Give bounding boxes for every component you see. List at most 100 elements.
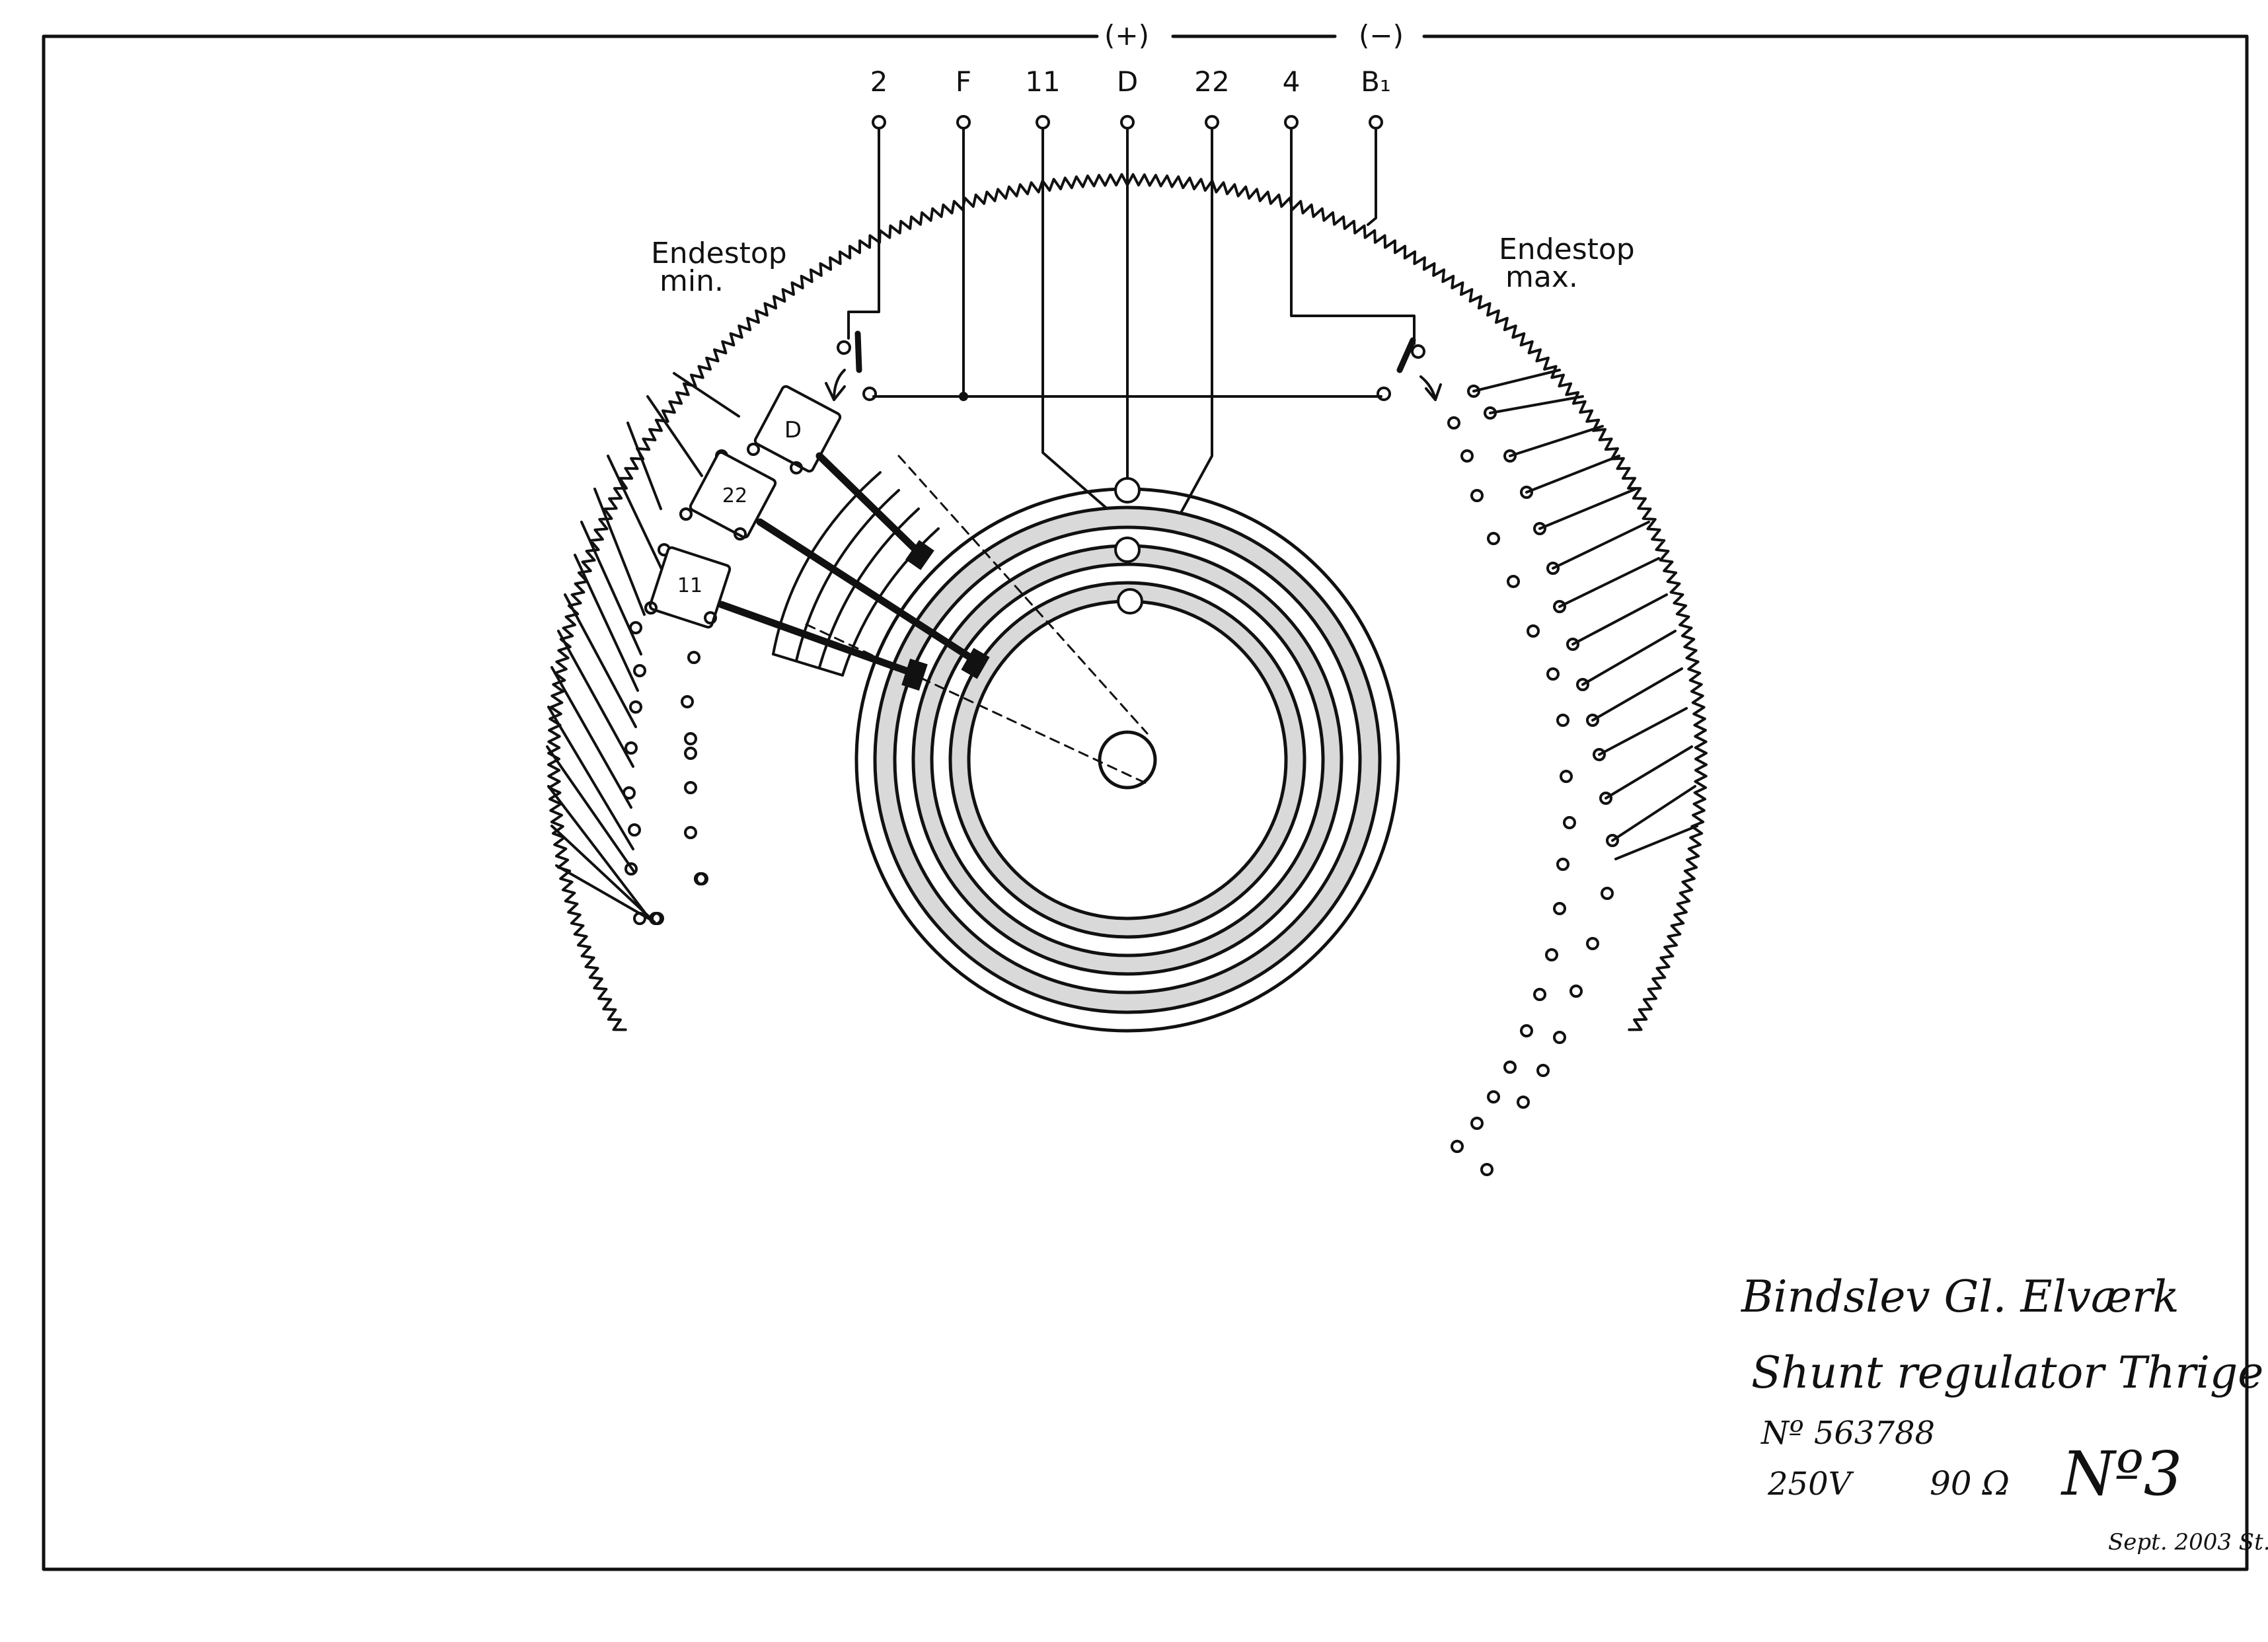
contact-stud[interactable] [684,732,697,745]
tap-wire [550,825,652,920]
contact-stud[interactable] [1576,678,1589,691]
contact-stud[interactable] [1560,770,1573,783]
contact-stud[interactable] [1553,1031,1566,1044]
contact-stud[interactable] [1507,575,1520,588]
contact-stud[interactable] [1599,792,1612,805]
contact-stud[interactable] [1556,714,1569,727]
contact-stud[interactable] [1586,714,1599,727]
contact-stud[interactable] [1545,948,1558,961]
tap-wire [593,488,646,616]
contact-stud[interactable] [684,781,697,794]
terminal-F[interactable]: F [956,65,971,130]
terminal-strip: 2 F 11 D 22 4 B₁ [870,65,1391,130]
contact-stud[interactable] [1451,1140,1464,1153]
tap-wire [574,554,639,692]
brush-arm-D[interactable]: D [747,385,934,570]
contact-stud[interactable] [1553,902,1566,915]
contact-stud[interactable] [1556,858,1569,871]
polarity-plus-label: (+) [1104,19,1149,52]
terminal-11[interactable]: 11 [1025,65,1061,130]
contact-stud[interactable] [1520,486,1533,499]
endstop-max[interactable]: Endestop max. [1377,233,1635,401]
terminal-label: 4 [1283,65,1301,98]
brush-arm-11[interactable]: 11 [644,546,928,691]
contact-stud[interactable] [1601,887,1614,900]
endstop-max-label-line1: Endestop [1499,233,1635,266]
contact-stud[interactable] [1546,667,1560,681]
contact-stud[interactable] [651,912,664,925]
contact-stud[interactable] [624,741,638,755]
contact-stud[interactable] [1467,385,1480,398]
resistor-coil [547,173,1708,1031]
shaft-hub [1098,730,1157,790]
tap-wire [1571,593,1668,646]
brush-arm-22[interactable]: 22 [679,451,990,679]
terminal-label: F [956,65,971,98]
terminal-label: 22 [1194,65,1229,98]
terminal-label: D [1117,65,1138,98]
contact-stud[interactable] [1470,489,1484,502]
contact-stud[interactable] [1533,522,1546,535]
contact-stud[interactable] [1553,600,1566,613]
contact-stud[interactable] [1480,1163,1493,1176]
tap-wire [564,593,637,728]
tap-wire [1489,395,1584,414]
endstop-min-label-line2: min. [660,264,724,298]
contact-stud[interactable] [1569,985,1583,998]
contact-stud[interactable] [1484,406,1497,420]
contact-stud[interactable] [1517,1096,1530,1109]
ring-connection-points [1114,477,1143,615]
brush-label: 22 [722,484,747,507]
contact-stud[interactable] [1487,1090,1500,1103]
tap-wire [1552,521,1650,570]
contact-stud[interactable] [1447,416,1460,429]
contact-stud[interactable] [633,664,646,677]
contact-stud[interactable] [1546,562,1560,575]
terminal-D[interactable]: D [1117,65,1138,130]
brush-label: D [784,417,802,443]
contact-stud[interactable] [687,651,700,664]
title-block: Bindslev Gl. Elværk Shunt regulator Thri… [1741,1271,2268,1555]
contact-stud[interactable] [1586,937,1599,950]
contact-stud[interactable] [1563,816,1576,829]
contact-stud[interactable] [1536,1064,1550,1077]
contact-stud[interactable] [694,872,707,885]
endstop-min[interactable]: Endestop min. [651,237,877,401]
contact-stud[interactable] [1487,532,1500,545]
endstop-max-label-line2: max. [1505,260,1578,294]
contact-stud[interactable] [629,700,642,714]
contact-stud[interactable] [623,786,636,800]
contact-stud[interactable] [1533,988,1546,1001]
contact-stud[interactable] [628,823,641,837]
contact-stud[interactable] [1606,834,1619,847]
terminal-B1[interactable]: B₁ [1361,65,1391,130]
terminal-4[interactable]: 4 [1283,65,1301,130]
tap-wire [1598,707,1688,756]
contact-stud[interactable] [1470,1117,1484,1130]
tap-wire [646,395,703,477]
contact-stud[interactable] [684,747,697,760]
terminal-label: B₁ [1361,65,1391,98]
contact-stud[interactable] [629,621,642,634]
contact-stud[interactable] [1527,624,1540,638]
contact-stud[interactable] [633,912,646,925]
tap-wire [673,372,740,418]
terminal-label: 2 [870,65,888,98]
terminal-2[interactable]: 2 [870,65,888,130]
tap-wire [1509,425,1604,457]
slip-rings [854,487,1400,1033]
tap-wire [626,422,662,510]
terminal-22[interactable]: 22 [1194,65,1230,130]
contact-stud[interactable] [1503,449,1517,463]
contact-stud[interactable] [1460,449,1474,463]
tap-wire [1538,488,1637,530]
title-line1: Bindslev Gl. Elværk [1741,1271,2179,1322]
tap-wire [547,785,646,913]
contact-stud[interactable] [684,826,697,839]
contact-stud[interactable] [681,695,694,708]
contact-stud[interactable] [1566,638,1579,651]
contact-stud[interactable] [624,862,638,876]
contact-stud[interactable] [1520,1024,1533,1037]
contact-stud[interactable] [1593,748,1606,761]
contact-stud[interactable] [1503,1061,1517,1074]
